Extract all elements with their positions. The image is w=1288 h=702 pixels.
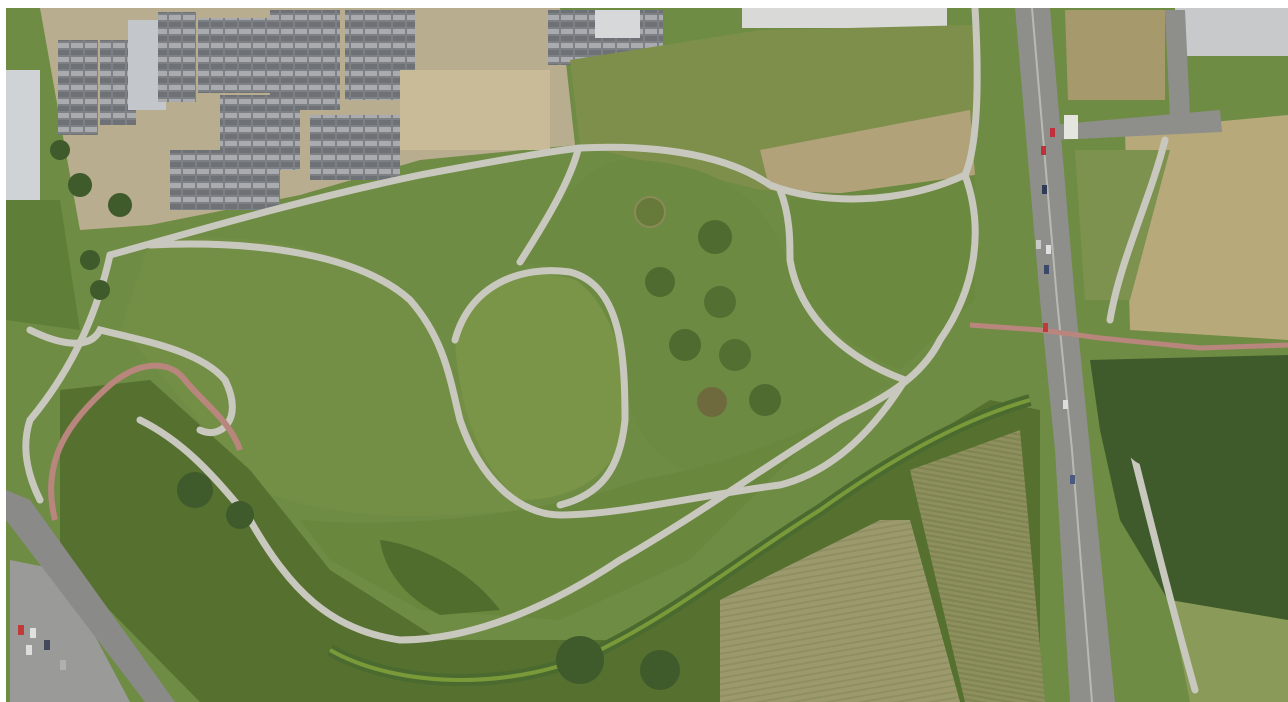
frame-left [0,0,6,702]
crosswalk [1064,115,1078,139]
bike-path-bridge [969,322,1288,351]
highway-cars [1036,128,1075,484]
side-road-north [1165,10,1190,118]
tree-shadow [380,540,500,615]
park-meadow-right [790,175,975,370]
highway [1015,8,1115,702]
tree-rows [50,140,1276,690]
dirt-lot [400,70,550,150]
field-right-mid [1075,150,1170,300]
park-meadow-left [120,237,520,516]
industrial-building [742,8,947,28]
left-grass [6,200,80,330]
parked-cars [18,625,66,670]
river-algae [329,398,1031,682]
diagonal-road [6,490,175,702]
field-right-upper [1065,10,1165,100]
meadow-bottom-right [1170,600,1288,702]
side-road [1050,110,1222,140]
farm-field-a [720,520,960,702]
farm-field-b [910,430,1045,702]
park-meadow-trees [520,159,890,480]
bike-path [48,362,243,521]
park-meadow-center [455,274,625,500]
tree-circles [634,196,781,417]
frame-top [0,0,1288,8]
parking-lot [10,560,130,702]
left-building [6,70,40,200]
dry-field-right [1125,115,1288,340]
top-field-dry [760,110,975,195]
industrial-building-right [1175,8,1288,56]
garage-blocks [58,10,663,210]
